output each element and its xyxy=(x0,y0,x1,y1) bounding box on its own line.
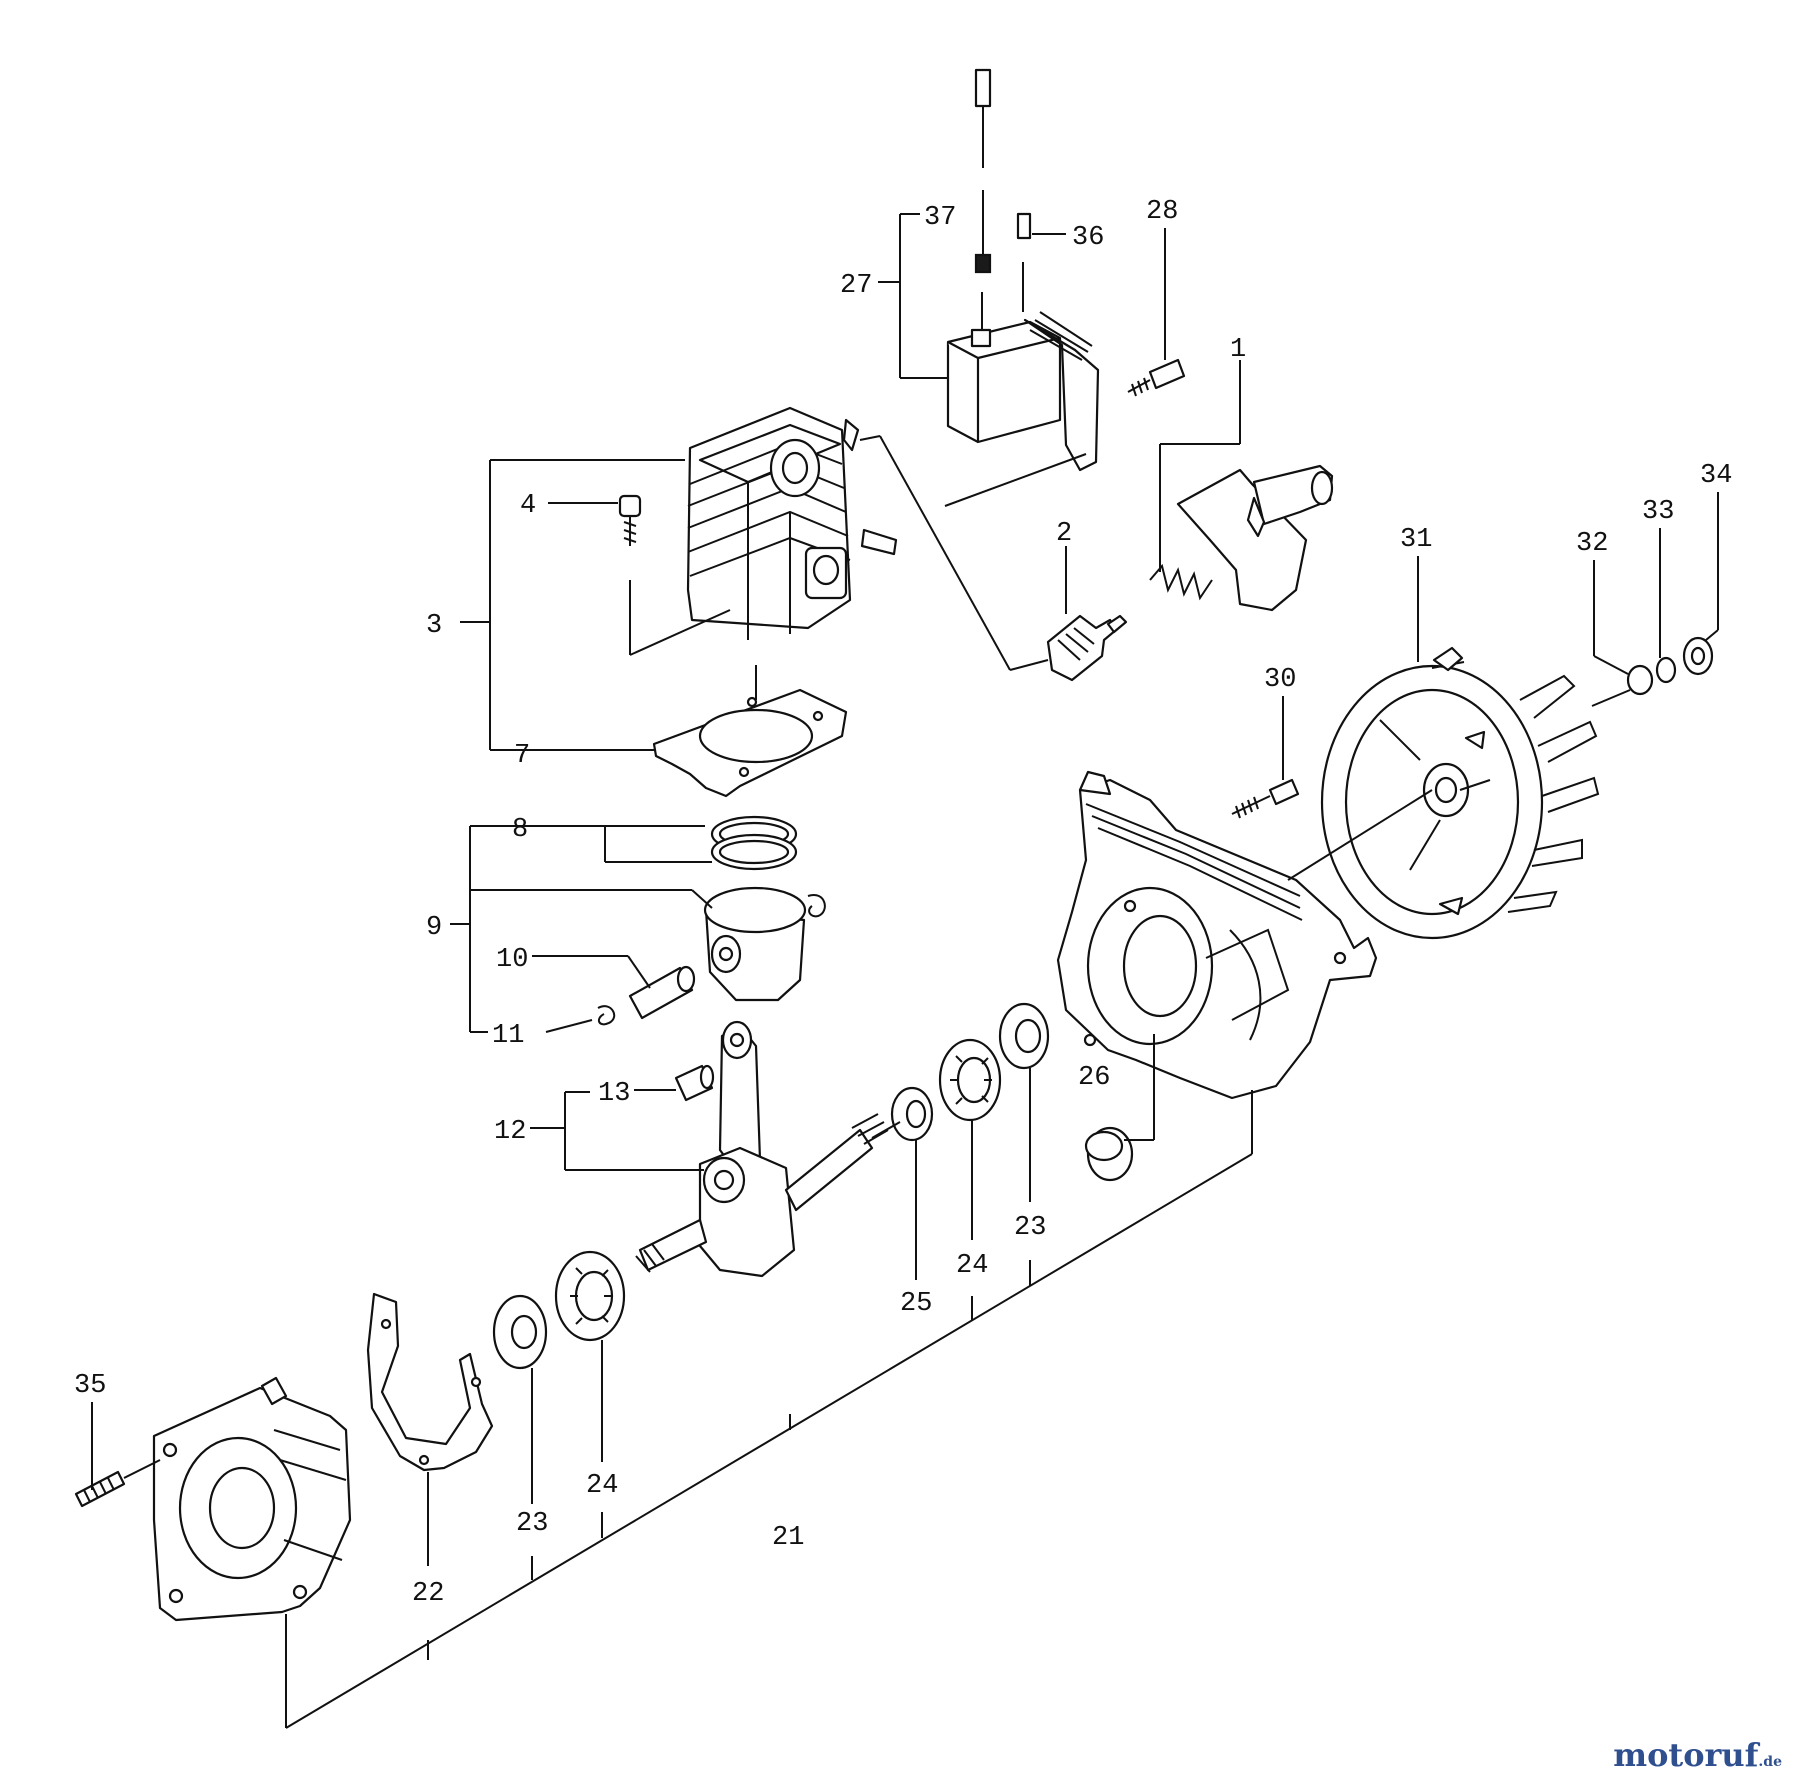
plug-cap xyxy=(1176,464,1334,612)
callout-26: 26 xyxy=(1078,1063,1110,1093)
callout-4: 4 xyxy=(520,491,536,521)
callout-24-left: 24 xyxy=(586,1471,618,1501)
spring xyxy=(1149,563,1213,601)
cylinder-gasket xyxy=(652,688,848,798)
callout-31: 31 xyxy=(1400,525,1432,555)
watermark-logo: motoruf.de xyxy=(1613,1736,1782,1774)
ignition-coil xyxy=(946,68,1100,472)
callout-33: 33 xyxy=(1642,497,1674,527)
watermark-tld: .de xyxy=(1758,1754,1782,1770)
coil-axis xyxy=(944,453,1087,507)
ball-bearing-right xyxy=(938,1038,1002,1122)
spring-washer xyxy=(1655,656,1677,684)
oil-seal-right xyxy=(890,1086,934,1142)
callout-25: 25 xyxy=(900,1289,932,1319)
callout-10: 10 xyxy=(496,945,528,975)
piston-rings xyxy=(710,815,798,871)
plug-26 xyxy=(1084,1126,1134,1182)
callout-13: 13 xyxy=(598,1079,630,1109)
flywheel-axis xyxy=(1287,789,1433,881)
washer xyxy=(1626,664,1654,696)
callout-24-right: 24 xyxy=(956,1251,988,1281)
callout-7: 7 xyxy=(514,741,530,771)
callout-35: 35 xyxy=(74,1371,106,1401)
shaft-axis-r xyxy=(871,1121,901,1139)
callout-37: 37 xyxy=(924,203,956,233)
callout-8: 8 xyxy=(512,815,528,845)
callout-23-right: 23 xyxy=(1014,1213,1046,1243)
crankshaft xyxy=(635,1020,889,1278)
callout-32: 32 xyxy=(1576,529,1608,559)
callout-34: 34 xyxy=(1700,461,1732,491)
piston-clip-bottom xyxy=(597,1005,616,1026)
callout-27: 27 xyxy=(840,271,872,301)
stud-axis xyxy=(123,1459,161,1479)
crankcase-left xyxy=(152,1376,352,1622)
watermark-text: motoruf xyxy=(1613,1736,1759,1774)
cyl-axis2 xyxy=(629,609,731,656)
callout-3: 3 xyxy=(426,611,442,641)
ball-bearing-left xyxy=(554,1250,626,1342)
piston-pin xyxy=(628,965,696,1020)
spark-plug xyxy=(1046,614,1128,682)
callout-22: 22 xyxy=(412,1579,444,1609)
callout-36: 36 xyxy=(1072,223,1104,253)
callout-11: 11 xyxy=(492,1021,524,1051)
callout-21: 21 xyxy=(772,1523,804,1553)
callout-12: 12 xyxy=(494,1117,526,1147)
leader-10b xyxy=(627,955,651,989)
leader-32b xyxy=(1593,655,1629,675)
cylinder xyxy=(686,406,898,640)
needle-bearing xyxy=(674,1064,715,1102)
gasket-22 xyxy=(366,1292,494,1472)
assembly-bracket-21 xyxy=(285,1090,1253,1729)
leader-34b xyxy=(1705,629,1719,641)
callout-28: 28 xyxy=(1146,197,1178,227)
seal-right xyxy=(998,1002,1050,1070)
leader-9d xyxy=(691,889,713,909)
piston-clip-top xyxy=(807,893,826,918)
seal-left xyxy=(492,1294,548,1370)
plug-axis xyxy=(1009,659,1049,671)
diag-hv xyxy=(879,435,1011,671)
flywheel xyxy=(1320,646,1600,940)
crankcase-bolt xyxy=(1231,778,1300,819)
crankcase-right xyxy=(1056,770,1378,1100)
flywheel-nut xyxy=(1682,636,1714,676)
leader-11b xyxy=(545,1019,593,1033)
coil-screw xyxy=(1127,358,1186,397)
stud-35 xyxy=(74,1470,126,1508)
cylinder-bolt xyxy=(618,494,642,546)
callout-30: 30 xyxy=(1264,665,1296,695)
callout-23-left: 23 xyxy=(516,1509,548,1539)
diag-hv2 xyxy=(859,435,881,441)
callout-1: 1 xyxy=(1230,335,1246,365)
callout-2: 2 xyxy=(1056,519,1072,549)
callout-9: 9 xyxy=(426,913,442,943)
piston xyxy=(703,886,807,1002)
flywheel-axis2 xyxy=(1591,689,1631,707)
